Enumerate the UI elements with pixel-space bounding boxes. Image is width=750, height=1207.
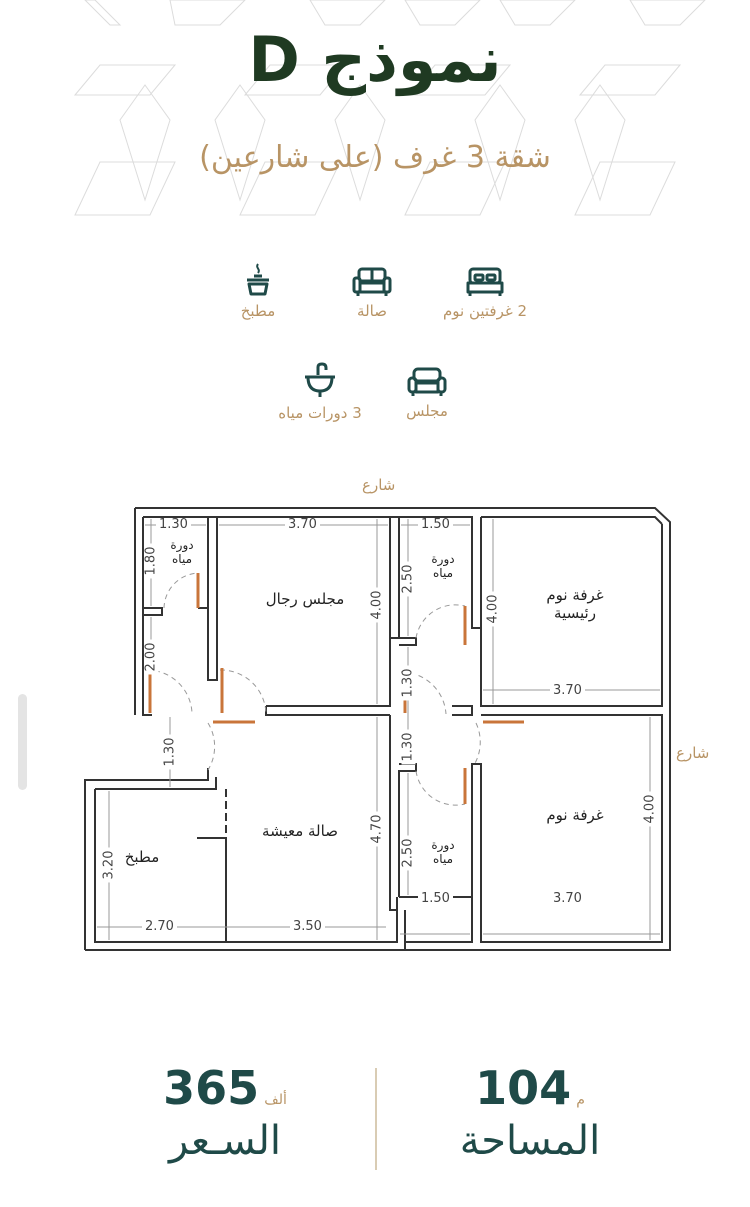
cooking-pot-icon — [247, 263, 269, 296]
dim-corridor-left-h: 2.00 — [143, 639, 159, 675]
room-kitchen: مطبخ — [124, 848, 160, 866]
feature-bedrooms: 2 غرفتين نوم — [420, 266, 550, 320]
room-living: صالة معيشة — [262, 822, 338, 840]
price-unit: ألف — [264, 1092, 287, 1108]
dim-bedroom-h: 4.00 — [642, 791, 658, 827]
room-bedroom: غرفة نوم — [546, 806, 604, 824]
dim-majlis-h: 4.00 — [369, 587, 385, 623]
bed-icon — [466, 267, 504, 296]
dim-living-h: 4.70 — [369, 811, 385, 847]
dim-entry-h: 1.30 — [162, 734, 178, 770]
stats-divider — [375, 1068, 377, 1170]
area-value: 104 — [475, 1061, 572, 1115]
floor-plan-drawing — [84, 507, 671, 951]
decorative-pattern — [73, 0, 706, 216]
dim-wc-left-w: 1.30 — [156, 518, 191, 532]
feature-label: 3 دورات مياه — [278, 404, 362, 422]
stat-area: م 104 المساحة — [405, 1060, 655, 1166]
dim-hall-center-h: 1.30 — [400, 665, 416, 701]
dim-living-w: 3.50 — [290, 920, 325, 934]
feature-kitchen: مطبخ — [193, 262, 323, 320]
street-label-top: شارع — [362, 476, 396, 494]
dim-kitchen-h: 3.20 — [101, 847, 117, 883]
sink-icon — [305, 362, 335, 397]
feature-label: 2 غرفتين نوم — [442, 302, 528, 320]
feature-living: صالة — [307, 266, 437, 320]
dim-wc-tr-h: 2.50 — [400, 561, 416, 597]
armchair-icon — [407, 367, 447, 396]
stats-section: م 104 المساحة ألف 365 السـعر — [0, 1060, 750, 1180]
room-wc-top-right: دورة مياه — [431, 552, 455, 580]
price-caption: السـعر — [168, 1118, 282, 1164]
dim-master-w: 3.70 — [550, 684, 585, 698]
dim-wc-left-h: 1.80 — [143, 543, 159, 579]
room-majlis: مجلس رجال — [265, 590, 345, 608]
room-wc-bottom-right: دورة مياه — [431, 838, 455, 866]
dim-bedroom-w: 3.70 — [550, 892, 585, 906]
dim-master-h: 4.00 — [485, 591, 501, 627]
sofa-icon — [352, 267, 392, 296]
dim-wc-br-w: 1.50 — [418, 892, 453, 906]
dim-majlis-w: 3.70 — [285, 518, 320, 532]
feature-label: مجلس — [406, 402, 448, 420]
floor-plan: دورة مياه مجلس رجال دورة مياه غرفة نوم ر… — [80, 500, 680, 960]
feature-bathrooms: 3 دورات مياه — [255, 362, 385, 422]
page-title: نموذج D — [248, 23, 502, 96]
dim-kitchen-w: 2.70 — [142, 920, 177, 934]
scrollbar[interactable] — [18, 694, 27, 790]
area-unit: م — [576, 1092, 585, 1108]
dim-hall-right-h: 1.30 — [400, 729, 416, 765]
page-subtitle: شقة 3 غرف (على شارعين) — [199, 140, 551, 175]
price-value: 365 — [163, 1061, 260, 1115]
area-caption: المساحة — [459, 1118, 601, 1164]
room-wc-left: دورة مياه — [170, 538, 194, 566]
room-master-bedroom: غرفة نوم رئيسية — [546, 586, 604, 622]
stat-price: ألف 365 السـعر — [100, 1060, 350, 1166]
street-label-right: شارع — [676, 744, 710, 762]
feature-label: مطبخ — [240, 302, 276, 320]
feature-label: صالة — [357, 302, 387, 320]
dim-wc-br-h: 2.50 — [400, 835, 416, 871]
dim-wc-tr-w: 1.50 — [418, 518, 453, 532]
feature-majlis: مجلس — [362, 366, 492, 420]
